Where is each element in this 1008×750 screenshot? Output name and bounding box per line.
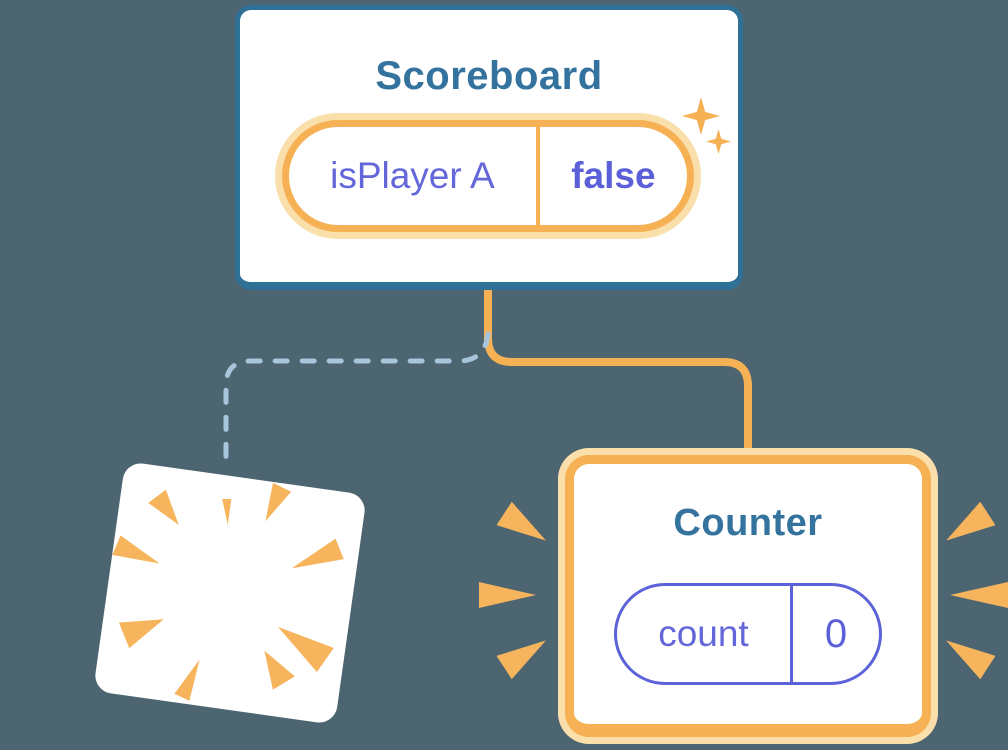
poof-ray-icon xyxy=(287,538,344,580)
pill-divider xyxy=(789,586,793,682)
connector-kept-branch xyxy=(484,290,752,460)
scoreboard-state-value: false xyxy=(571,155,656,196)
poof-ray-icon xyxy=(147,489,188,532)
poof-ray-icon xyxy=(222,499,233,525)
removed-component-card xyxy=(93,461,367,725)
poof-ray-icon xyxy=(252,643,296,690)
counter-title: Counter xyxy=(673,502,823,544)
poof-ray-icon xyxy=(256,482,292,526)
pill-divider xyxy=(535,127,540,225)
connector-removed-branch-dashed xyxy=(223,331,491,465)
scoreboard-component-card: Scoreboard isPlayer A false xyxy=(235,5,743,290)
counter-state-name: count xyxy=(658,613,749,654)
counter-state-value: 0 xyxy=(824,611,848,656)
counter-state-pill: count 0 xyxy=(614,583,882,685)
scoreboard-state-pill: isPlayer A false xyxy=(282,120,694,232)
scoreboard-title: Scoreboard xyxy=(375,54,603,98)
counter-component-card: Counter count 0 xyxy=(565,455,931,737)
scoreboard-state-name: isPlayer A xyxy=(330,155,495,196)
poof-ray-icon xyxy=(118,605,169,649)
poof-ray-icon xyxy=(112,535,164,575)
poof-ray-icon xyxy=(174,656,208,702)
